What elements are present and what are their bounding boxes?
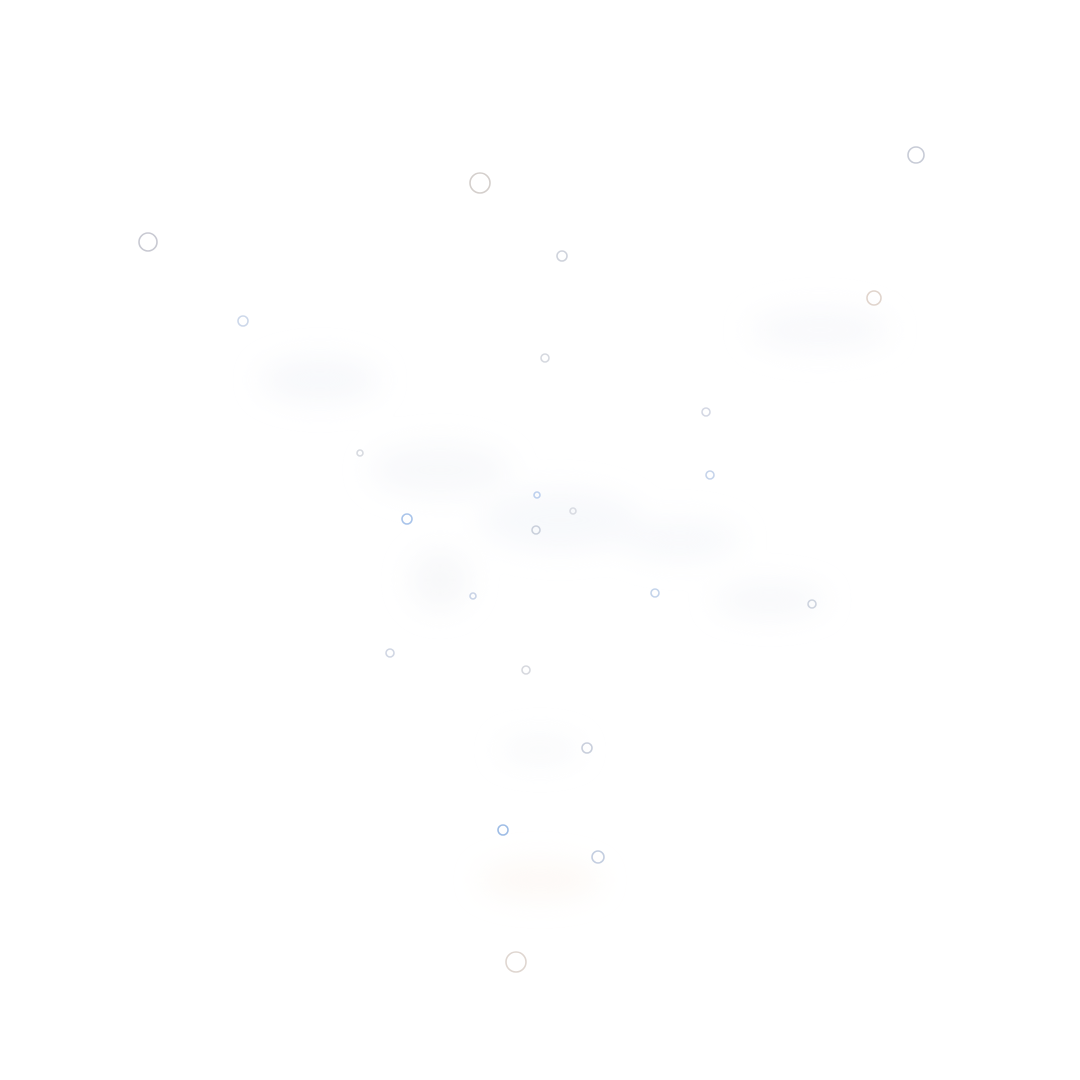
haze-patch — [370, 444, 510, 496]
bubble — [705, 470, 715, 480]
bubble — [866, 290, 882, 306]
bubble — [581, 742, 593, 754]
bubble — [521, 665, 531, 675]
bubble — [907, 146, 925, 164]
haze-patch — [260, 358, 380, 402]
haze-patch — [480, 862, 600, 898]
bubble — [138, 232, 158, 252]
bubble — [556, 250, 568, 262]
bubble — [650, 588, 660, 598]
haze-patch — [410, 550, 470, 610]
bubble — [469, 592, 477, 600]
bubble — [469, 172, 491, 194]
bubble — [531, 525, 541, 535]
bubble — [533, 491, 541, 499]
haze-patch — [620, 520, 740, 560]
bubble — [591, 850, 605, 864]
bubble — [401, 513, 413, 525]
haze-patch — [715, 584, 825, 616]
bubble — [385, 648, 395, 658]
haze-patch — [750, 308, 890, 352]
bubble — [497, 824, 509, 836]
haze-patch — [500, 738, 580, 762]
bubble — [356, 449, 364, 457]
bubble — [569, 507, 577, 515]
bubble — [540, 353, 550, 363]
haze-patch — [480, 490, 640, 550]
bubble — [237, 315, 249, 327]
bubble — [505, 951, 527, 973]
bubble — [807, 599, 817, 609]
bubble — [701, 407, 711, 417]
